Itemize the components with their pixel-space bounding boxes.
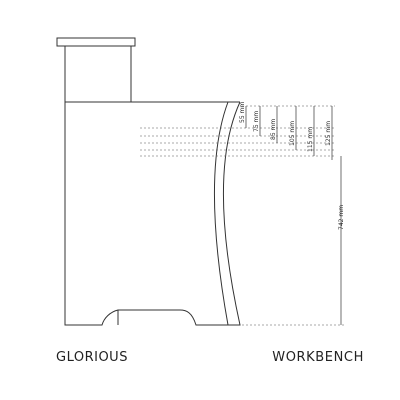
product-name: WORKBENCH (272, 350, 364, 365)
dim-85-label: 85 mm (270, 119, 277, 140)
cabinet-body (64, 101, 229, 326)
dim-125-label: 125 mm (325, 121, 332, 146)
dim-105-label: 105 mm (289, 121, 296, 146)
keyboard-block (64, 45, 132, 103)
brand-logo: GLORIOUS (56, 350, 128, 365)
dim-55-label: 55 mm (239, 102, 246, 123)
dimension-arrows (245, 106, 342, 325)
dim-75-label: 75 mm (253, 111, 260, 132)
dim-742-label: 742 mm (338, 205, 345, 230)
dim-115-label: 115 mm (307, 127, 314, 152)
dashed-height-lines (140, 105, 345, 326)
top-plate (56, 37, 136, 47)
cabinet-front-curve (223, 101, 241, 326)
